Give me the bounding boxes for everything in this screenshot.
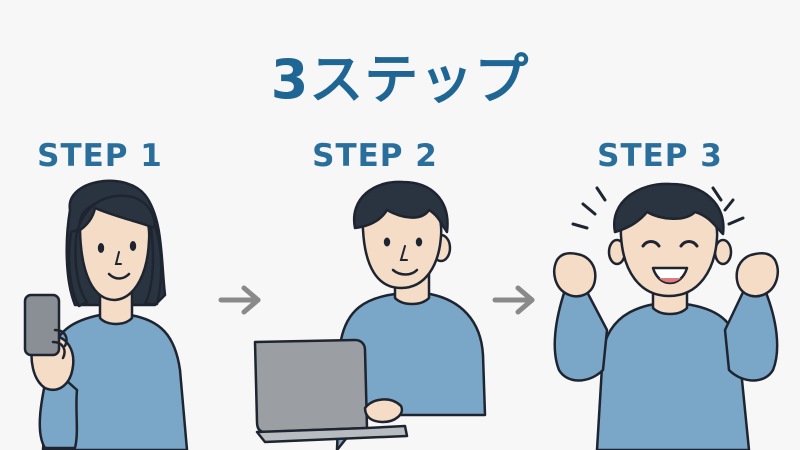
woman-smartphone-illustration — [15, 170, 215, 450]
man-celebrating-illustration — [545, 170, 790, 450]
step-3-label: STEP 3 — [597, 138, 723, 174]
man-laptop-illustration — [245, 170, 505, 450]
page-title: 3ステップ — [270, 48, 530, 111]
right-arrow-icon — [216, 280, 266, 320]
step-1-label: STEP 1 — [37, 138, 163, 174]
step-2-label: STEP 2 — [312, 138, 438, 174]
right-arrow-icon — [490, 280, 540, 320]
